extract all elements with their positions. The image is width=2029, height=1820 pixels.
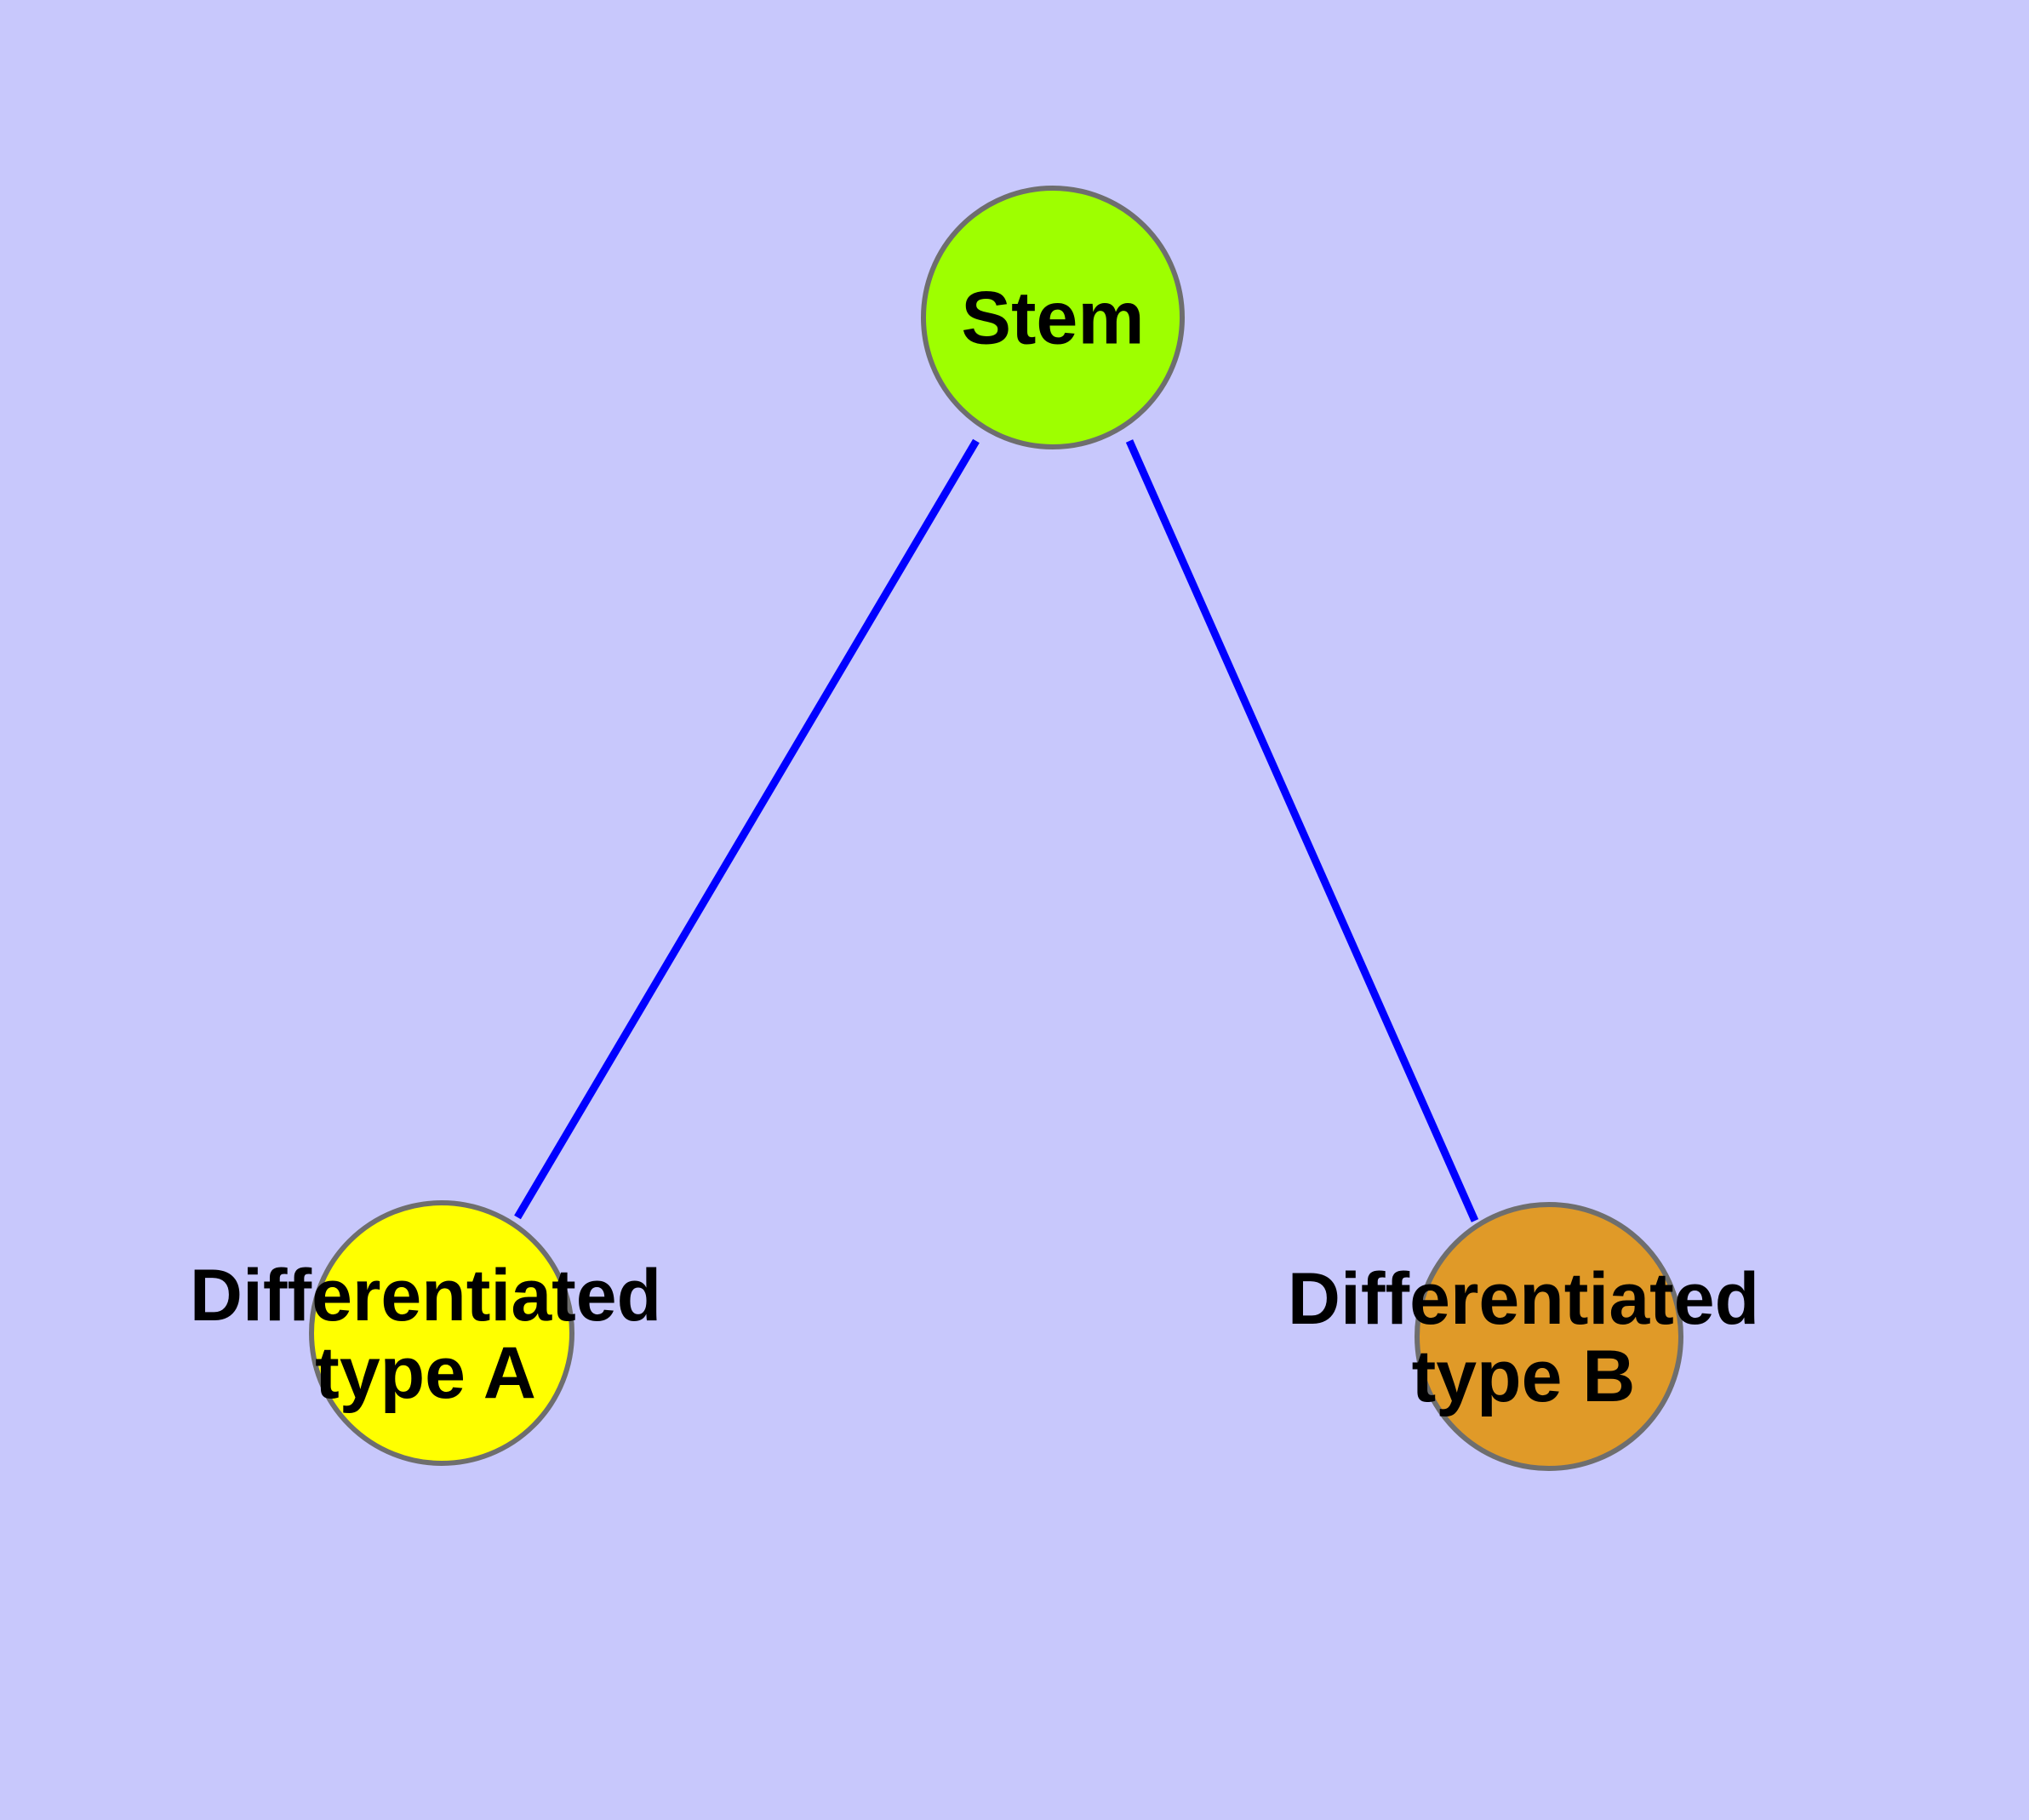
node-stem[interactable] bbox=[921, 186, 1185, 449]
node-layer bbox=[309, 186, 1683, 1471]
edge-stem-to-type-a bbox=[514, 438, 980, 1220]
node-differentiated-type-b[interactable] bbox=[1415, 1202, 1683, 1471]
node-differentiated-type-a[interactable] bbox=[309, 1200, 574, 1466]
edge-layer bbox=[514, 438, 1479, 1222]
edge-stem-to-type-b bbox=[1125, 439, 1479, 1222]
